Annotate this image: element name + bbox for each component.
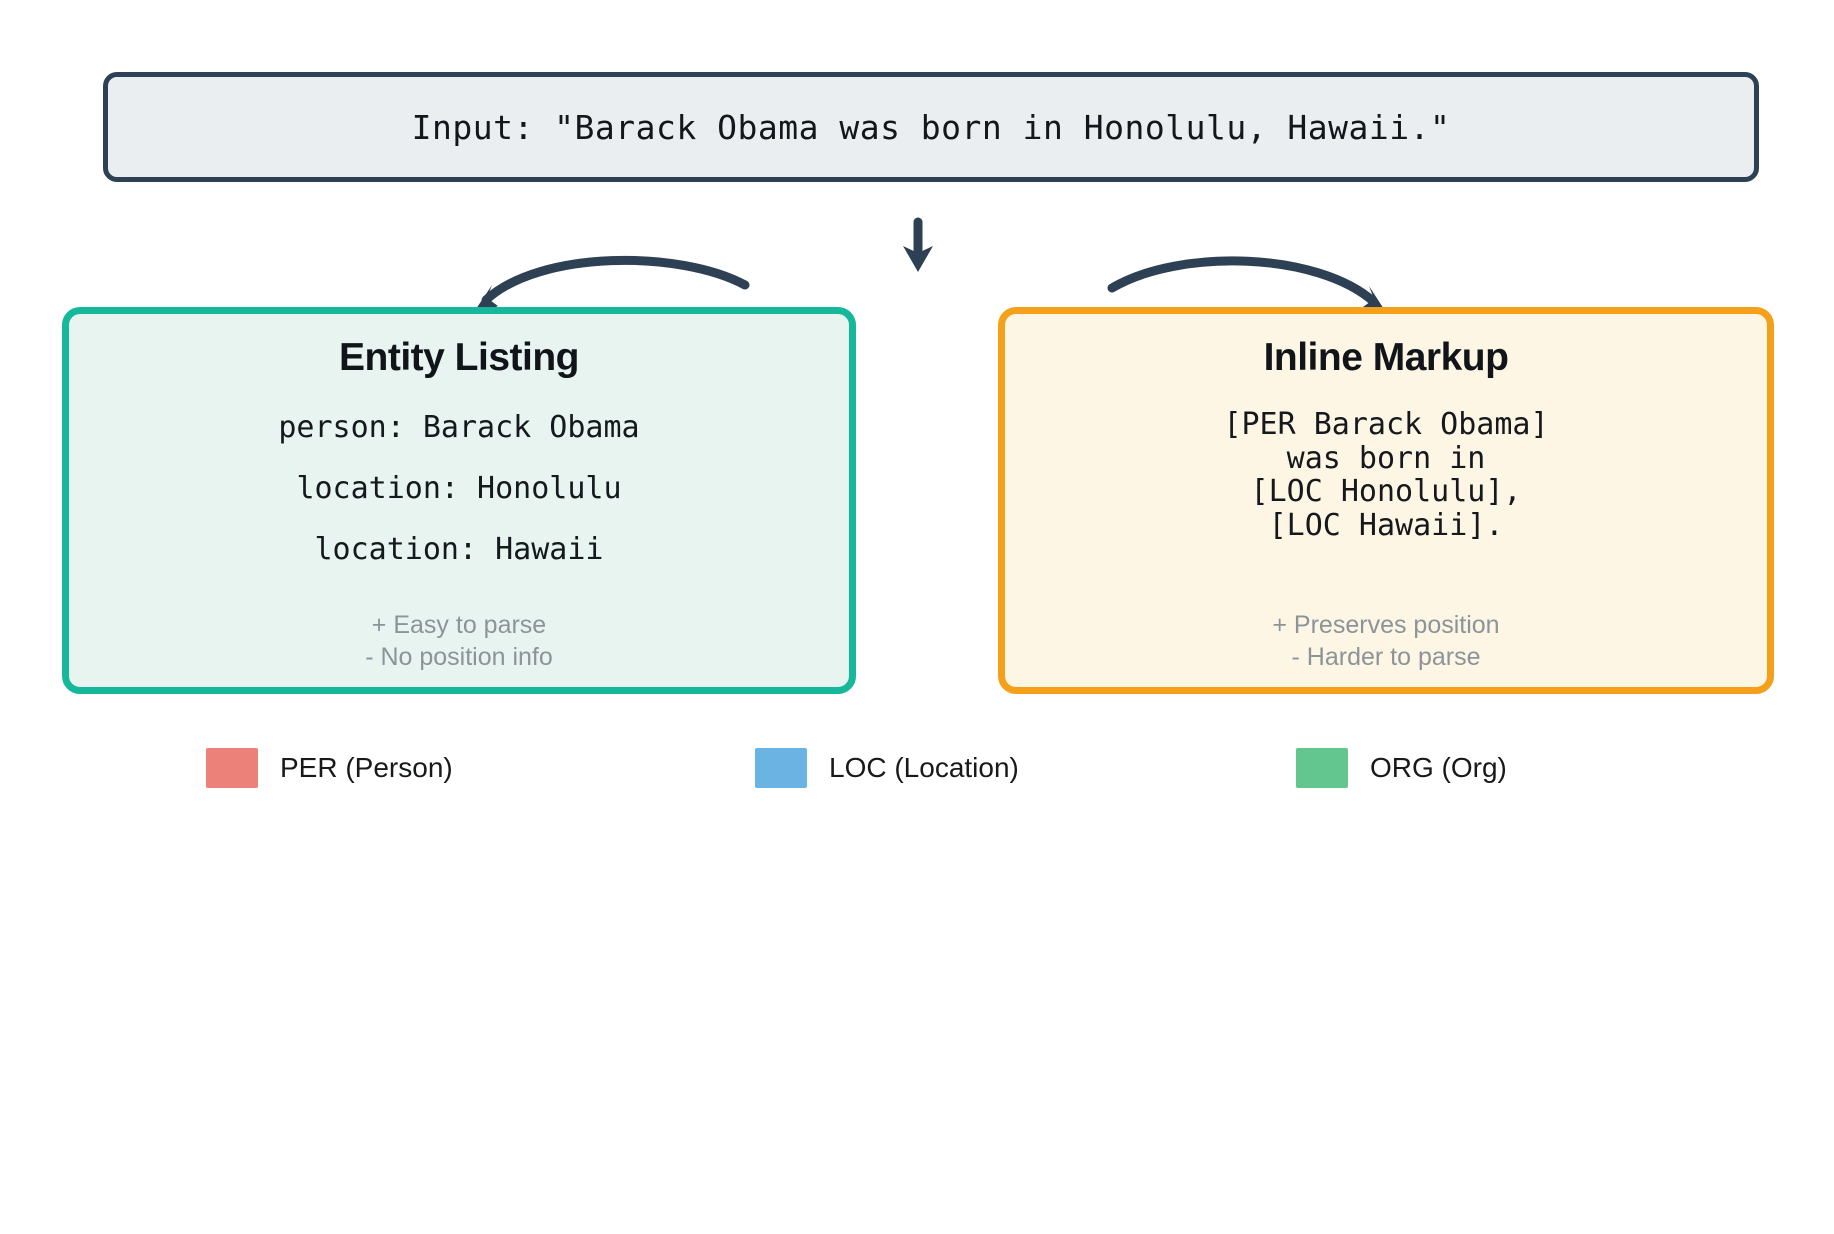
legend-entry-org: ORG (Org): [1296, 748, 1507, 788]
entity-line: location: Honolulu: [296, 471, 622, 506]
input-sentence: Input: "Barack Obama was born in Honolul…: [411, 107, 1451, 147]
inline-markup-notes: + Preserves position - Harder to parse: [1005, 609, 1767, 673]
note-pro: + Preserves position: [1272, 611, 1500, 639]
panel-title-entity-listing: Entity Listing: [339, 336, 580, 379]
markup-line: [PER Barack Obama]: [1223, 407, 1549, 442]
panel-title-inline-markup: Inline Markup: [1263, 336, 1509, 379]
legend-label-org: ORG (Org): [1370, 752, 1507, 783]
legend-entry-loc: LOC (Location): [755, 748, 1019, 788]
down-arrow: [903, 217, 933, 272]
legend-entry-per: PER (Person): [206, 748, 453, 788]
legend: PER (Person) LOC (Location) ORG (Org): [0, 748, 1834, 796]
entity-line: location: Hawaii: [314, 532, 604, 567]
panel-inline-markup: Inline Markup [PER Barack Obama] was bor…: [998, 307, 1774, 694]
note-con: - No position info: [365, 643, 553, 671]
legend-swatch-per-icon: [206, 748, 258, 788]
entity-listing-notes: + Easy to parse - No position info: [69, 609, 849, 673]
markup-line: was born in: [1286, 440, 1486, 476]
note-pro: + Easy to parse: [371, 611, 547, 639]
legend-label-loc: LOC (Location): [829, 752, 1019, 783]
legend-label-per: PER (Person): [280, 752, 453, 783]
inline-markup-lines: [PER Barack Obama] was born in [LOC Hono…: [1223, 408, 1548, 542]
markup-line: [LOC Hawaii].: [1268, 507, 1504, 543]
entity-line: person: Barack Obama: [278, 410, 640, 445]
legend-swatch-org-icon: [1296, 748, 1348, 788]
note-con: - Harder to parse: [1291, 643, 1481, 671]
legend-swatch-loc-icon: [755, 748, 807, 788]
markup-line: [LOC Honolulu],: [1250, 474, 1522, 510]
panel-entity-listing: Entity Listing person: Barack Obama loca…: [62, 307, 856, 694]
input-text-box: Input: "Barack Obama was born in Honolul…: [103, 72, 1759, 182]
entity-listing-lines: person: Barack Obama location: Honolulu …: [278, 410, 639, 567]
